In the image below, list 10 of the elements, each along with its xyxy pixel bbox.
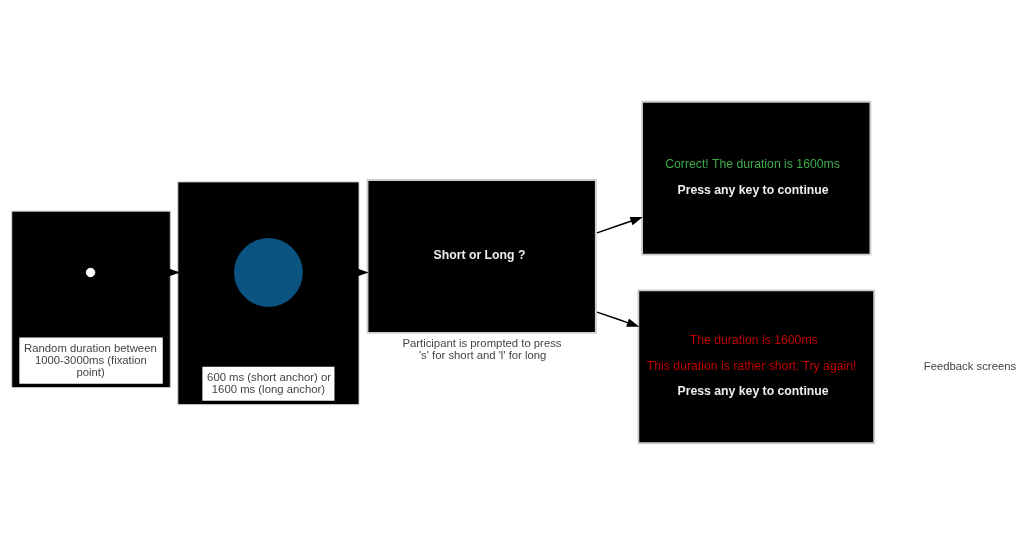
arrow bbox=[596, 311, 640, 327]
node-circle bbox=[234, 238, 303, 307]
node-circle bbox=[85, 267, 96, 278]
cluster bbox=[11, 210, 171, 389]
arrow bbox=[596, 217, 643, 234]
cluster bbox=[177, 181, 360, 406]
node-label: Random duration between 1000-3000ms (fixation point) bbox=[24, 341, 157, 379]
node-label: 600 ms (short anchor) or 1600 ms (long anchor) bbox=[207, 370, 331, 395]
node-label: Participant is prompted to press 's' for short and 'l' for long bbox=[402, 336, 562, 361]
label: Feedback screens bbox=[923, 359, 1017, 372]
